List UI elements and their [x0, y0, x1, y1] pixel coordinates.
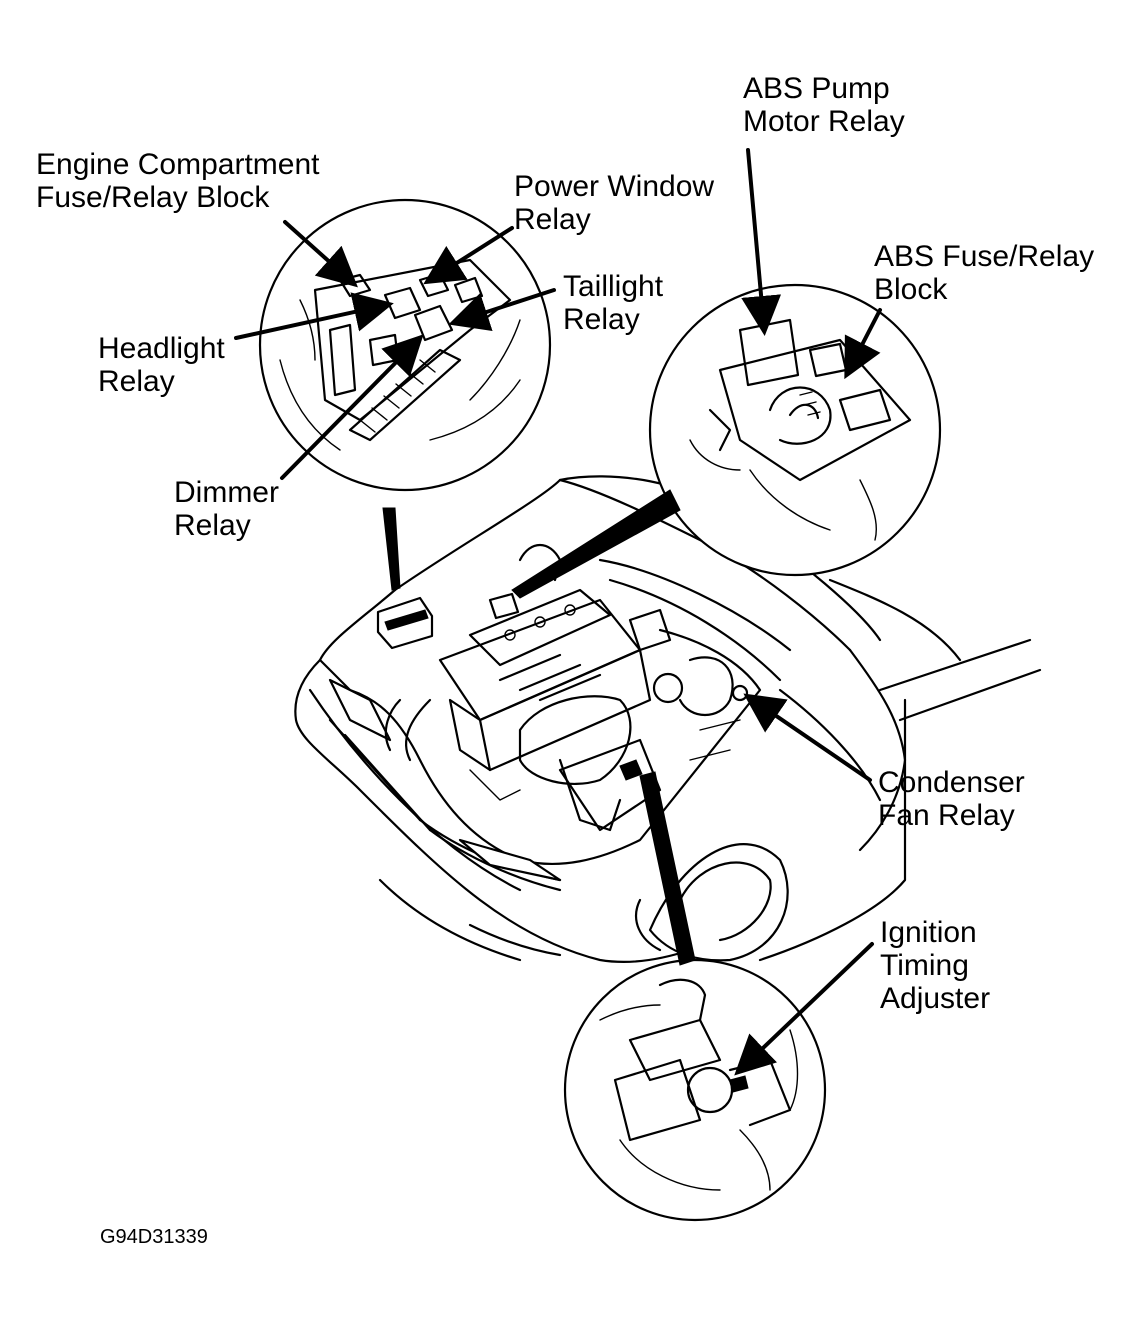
leader-abs-pump [741, 148, 782, 336]
leader-abs-fuse [844, 308, 882, 380]
label-line: Fan Relay [878, 799, 1015, 832]
label-dimmer-relay: Dimmer Relay [174, 476, 279, 542]
inset-ignition [563, 958, 827, 1222]
label-line: Dimmer [174, 476, 279, 509]
label-line: Taillight [563, 270, 664, 303]
label-line: Engine Compartment [36, 148, 320, 181]
label-power-window-relay: Power Window Relay [514, 170, 714, 236]
label-line: Block [874, 273, 948, 306]
leader-lines [234, 148, 882, 1076]
car-body-drawing [294, 475, 1042, 964]
leader-engine-fuse-block [283, 220, 358, 288]
leader-taillight [448, 288, 556, 332]
leader-ignition [734, 942, 874, 1076]
engine-drawing [376, 544, 749, 832]
figure-code: G94D31339 [100, 1226, 208, 1248]
label-line: Relay [514, 203, 591, 236]
label-line: Power Window [514, 170, 715, 203]
callout-wedges [382, 489, 696, 966]
label-line: Relay [174, 509, 251, 542]
label-line: Motor Relay [743, 105, 905, 138]
inset-abs [648, 283, 942, 577]
label-line: Fuse/Relay Block [36, 181, 270, 214]
leader-condenser [743, 693, 872, 782]
label-condenser-fan-relay: Condenser Fan Relay [878, 766, 1025, 832]
label-headlight-relay: Headlight Relay [98, 332, 225, 398]
label-abs-pump-motor-relay: ABS Pump Motor Relay [743, 72, 905, 138]
label-line: Headlight [98, 332, 225, 365]
label-line: Timing [880, 949, 969, 982]
leader-headlight [234, 292, 394, 340]
label-line: Ignition [880, 916, 977, 949]
leader-dimmer [280, 334, 424, 480]
label-taillight-relay: Taillight Relay [563, 270, 663, 336]
label-line: ABS Fuse/Relay [874, 240, 1095, 273]
label-line: Condenser [878, 766, 1025, 799]
inset-fuse-block [258, 198, 552, 492]
label-abs-fuse-relay-block: ABS Fuse/Relay Block [874, 240, 1094, 306]
label-line: Relay [563, 303, 640, 336]
label-line: ABS Pump [743, 72, 890, 105]
label-engine-fuse-block: Engine Compartment Fuse/Relay Block [36, 148, 319, 214]
label-ignition-timing-adjuster: Ignition Timing Adjuster [880, 916, 990, 1015]
leader-power-window [423, 226, 514, 285]
label-line: Adjuster [880, 982, 991, 1015]
label-line: Relay [98, 365, 175, 398]
